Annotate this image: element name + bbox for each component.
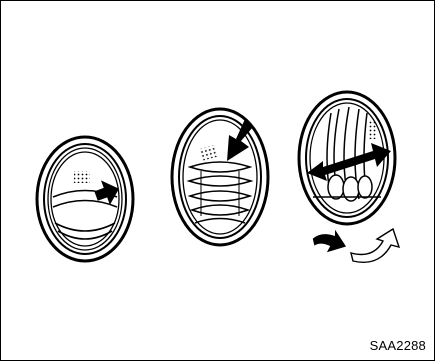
vent-left [37,137,133,261]
rotate-arrow-filled-icon [310,224,350,258]
figure-code: SAA2288 [370,338,426,353]
rotate-arrow-outline-icon [351,229,399,262]
dial-knob-icon [74,171,90,183]
vent-right [299,92,399,262]
vent-middle [172,109,268,245]
dial-knob-icon [369,121,377,139]
